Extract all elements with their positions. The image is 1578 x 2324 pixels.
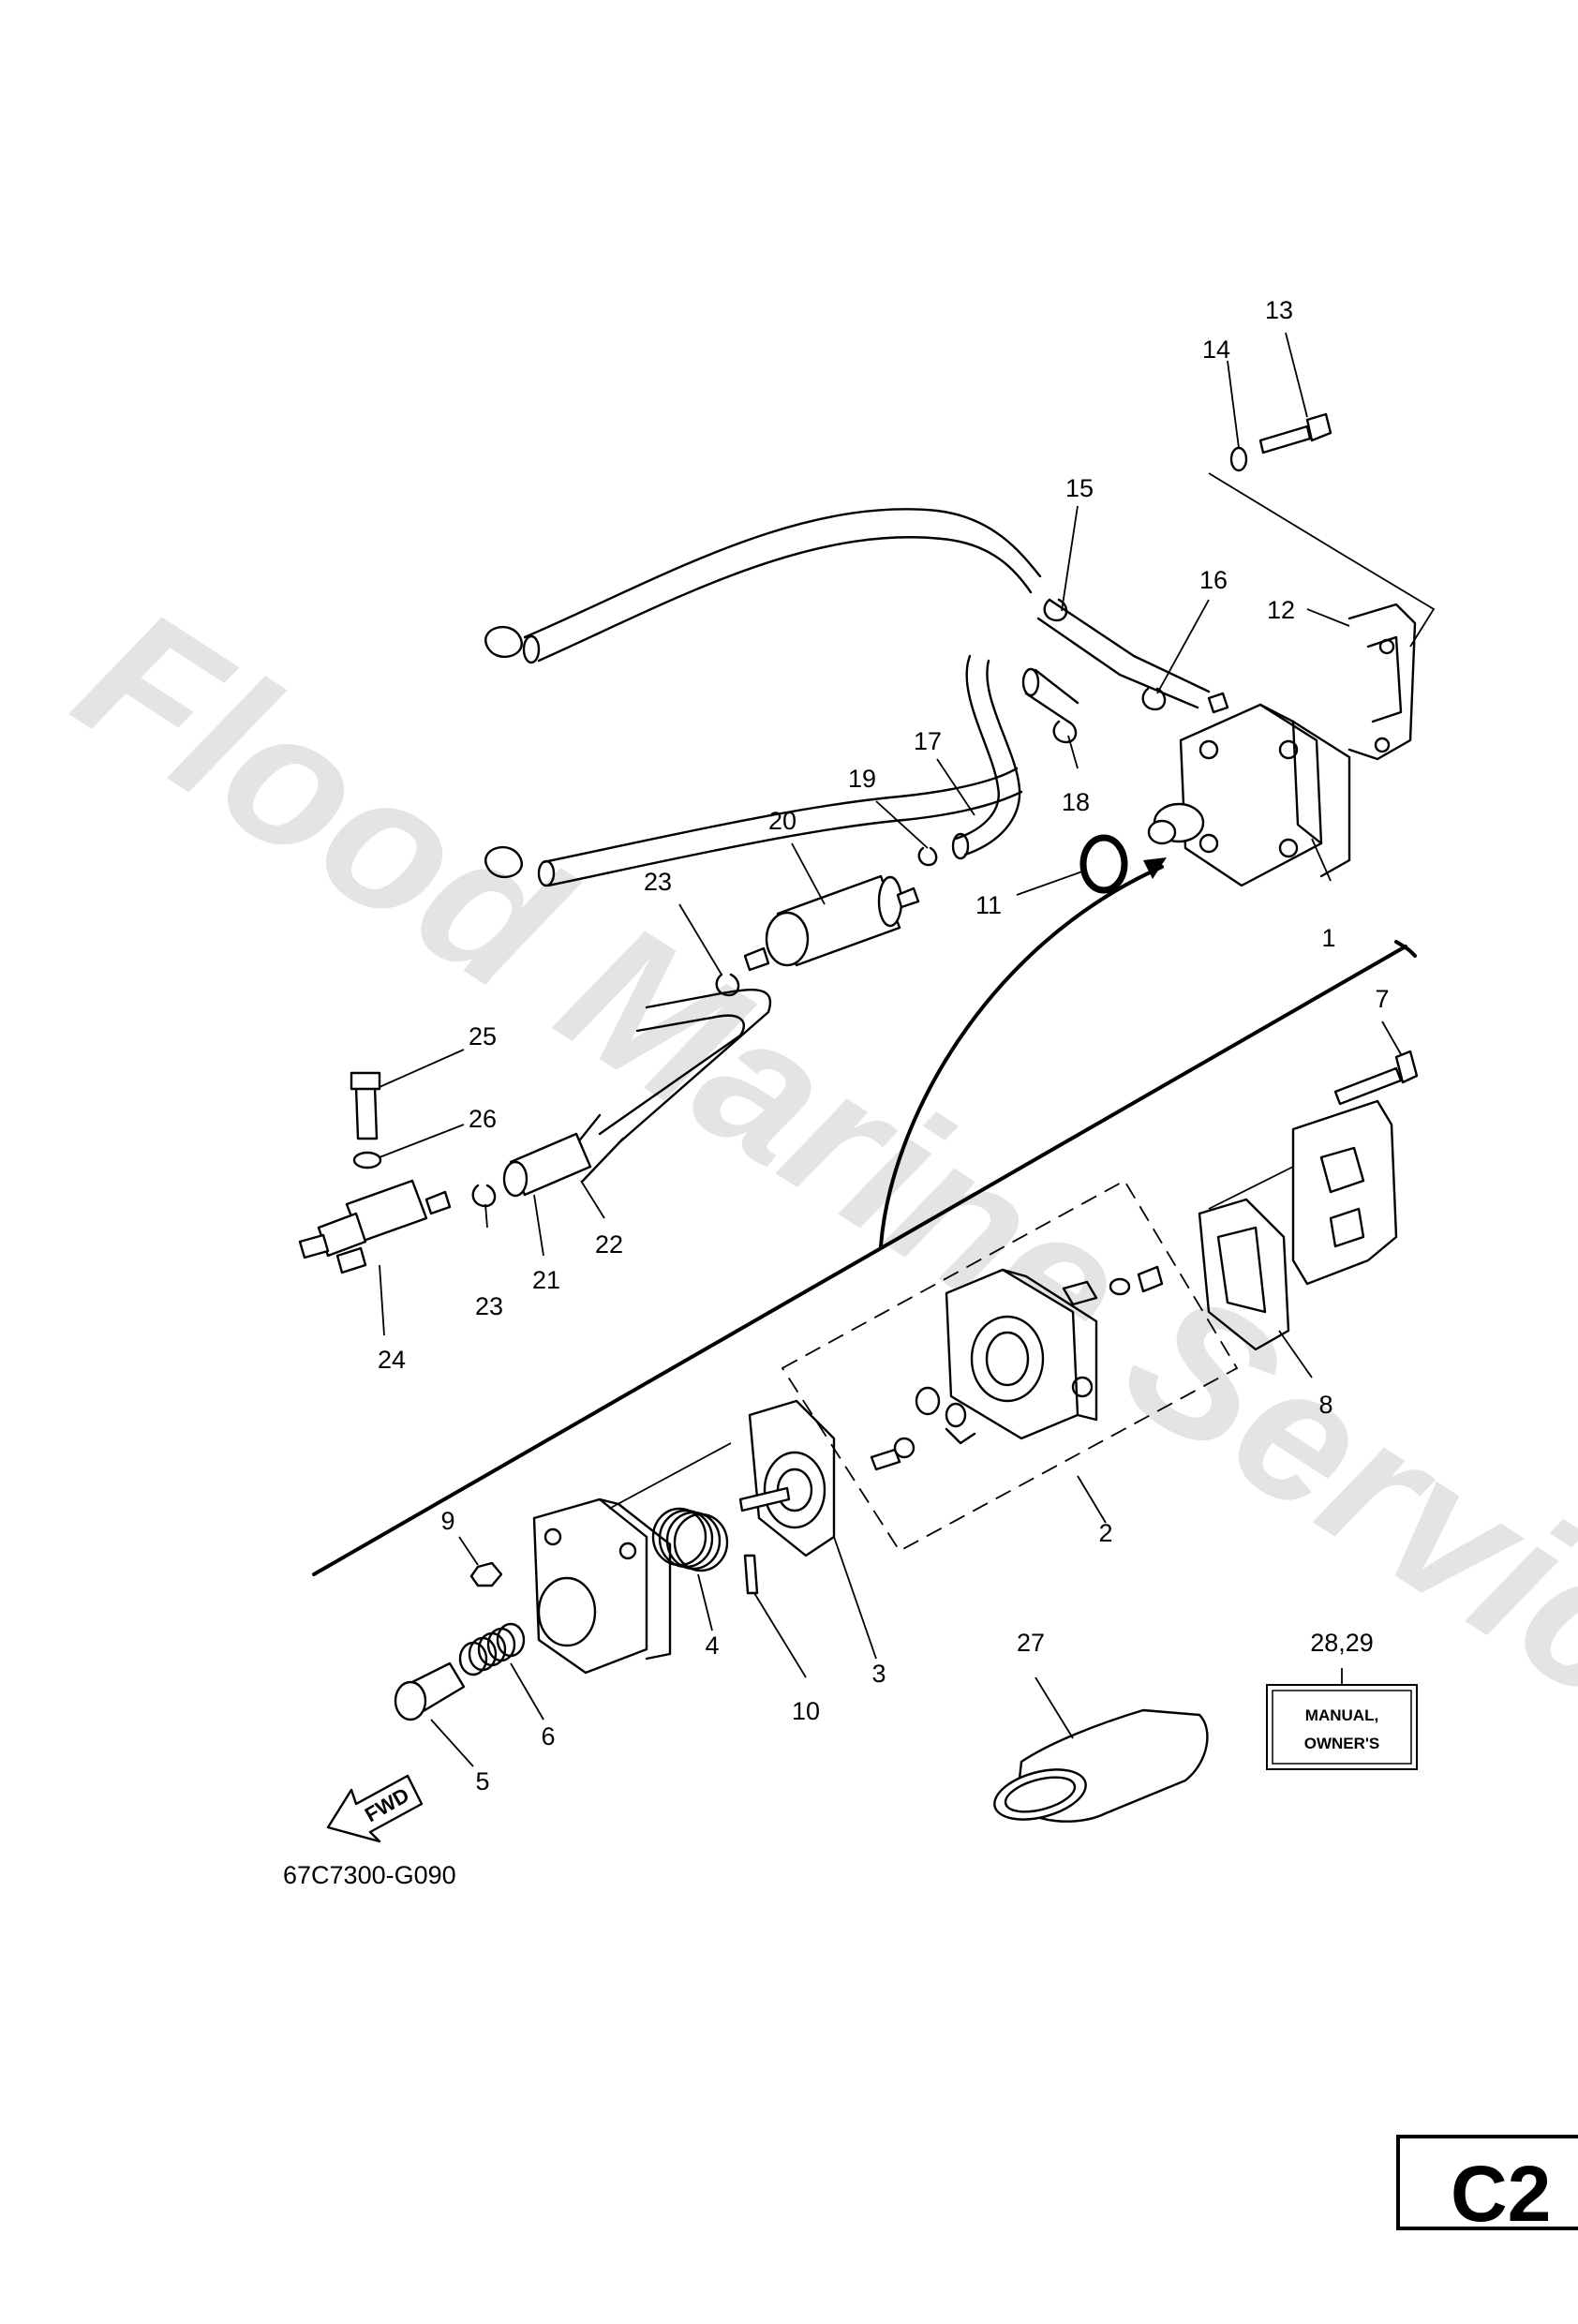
callout-1: 1 — [1321, 924, 1335, 952]
manual-line-2: OWNER'S — [1304, 1735, 1380, 1752]
callout-27: 27 — [1017, 1629, 1045, 1657]
pump-cover — [532, 1497, 672, 1675]
fwd-arrow: FWD — [326, 1774, 424, 1843]
callout-6: 6 — [541, 1722, 555, 1750]
o-ring-11 — [1079, 834, 1128, 894]
flow-arrow — [879, 865, 1164, 1248]
spring-6 — [458, 1622, 526, 1676]
pipe-21 — [502, 1132, 592, 1198]
callout-5: 5 — [475, 1767, 489, 1795]
callout-9: 9 — [440, 1507, 454, 1535]
callout-11: 11 — [975, 891, 1002, 919]
washer-14 — [1229, 446, 1248, 472]
fuel-hose-upper — [484, 508, 1042, 664]
callout-3: 3 — [871, 1660, 886, 1688]
bracket-12 — [1347, 603, 1417, 761]
owners-manual-box: MANUAL, OWNER'S — [1266, 1684, 1418, 1770]
callout-17: 17 — [914, 727, 942, 755]
clip-23-lower — [471, 1184, 497, 1208]
callout-24: 24 — [378, 1346, 406, 1374]
callout-23-lower: 23 — [475, 1292, 503, 1320]
callout-16: 16 — [1199, 566, 1228, 594]
leader-lines — [379, 332, 1402, 1767]
fuel-joint-24 — [298, 1179, 452, 1274]
callout-12: 12 — [1267, 596, 1295, 624]
bolt-7 — [1333, 1050, 1419, 1106]
callout-21: 21 — [532, 1266, 560, 1294]
callout-20: 20 — [768, 807, 796, 835]
fuel-filter-20 — [743, 874, 920, 972]
callout-28-29: 28,29 — [1310, 1629, 1374, 1657]
diagram-code: 67C7300-G090 — [283, 1861, 456, 1889]
washer-26 — [352, 1151, 382, 1169]
fuel-pump-1 — [1147, 692, 1351, 887]
boundary-line — [312, 945, 1407, 1576]
callout-25: 25 — [469, 1022, 497, 1050]
callout-8: 8 — [1318, 1391, 1332, 1419]
callout-14: 14 — [1202, 335, 1230, 364]
pin-10 — [743, 1554, 759, 1595]
pump-body-2 — [945, 1268, 1098, 1440]
callout-2: 2 — [1098, 1519, 1112, 1547]
hose-17 — [951, 654, 1021, 860]
callout-19: 19 — [848, 765, 876, 793]
nut-9 — [469, 1561, 503, 1587]
page-code: C2 — [1451, 2150, 1551, 2238]
gasket-8 — [1198, 1198, 1290, 1351]
piston-5 — [394, 1661, 466, 1721]
group-2-small-parts — [870, 1265, 1164, 1471]
group-2-outline — [781, 1179, 1239, 1553]
callout-4: 4 — [705, 1631, 719, 1660]
callout-7: 7 — [1375, 985, 1389, 1013]
callout-labels: 1 2 3 4 5 6 7 8 9 10 11 12 13 14 15 16 1… — [378, 296, 1390, 1795]
fuel-hose-lower — [484, 767, 1023, 887]
cover-8 — [1291, 1099, 1398, 1286]
callout-18: 18 — [1062, 788, 1090, 816]
fuel-hose-middle — [1021, 598, 1211, 723]
manual-line-1: MANUAL, — [1305, 1706, 1378, 1724]
callout-13: 13 — [1265, 296, 1293, 324]
hose-clips — [917, 598, 1167, 867]
spring-4 — [651, 1507, 729, 1572]
bolt-13 — [1258, 412, 1332, 454]
callout-22: 22 — [595, 1230, 623, 1259]
callout-23-upper: 23 — [644, 868, 672, 896]
callout-10: 10 — [792, 1697, 820, 1725]
callout-26: 26 — [469, 1105, 497, 1133]
page-code-box: C2 — [1396, 2135, 1578, 2238]
part-27 — [993, 1708, 1209, 1823]
callout-15: 15 — [1065, 474, 1094, 502]
clip-23-upper — [715, 973, 740, 997]
diaphragm-3 — [738, 1399, 836, 1557]
bolt-25 — [350, 1071, 381, 1140]
